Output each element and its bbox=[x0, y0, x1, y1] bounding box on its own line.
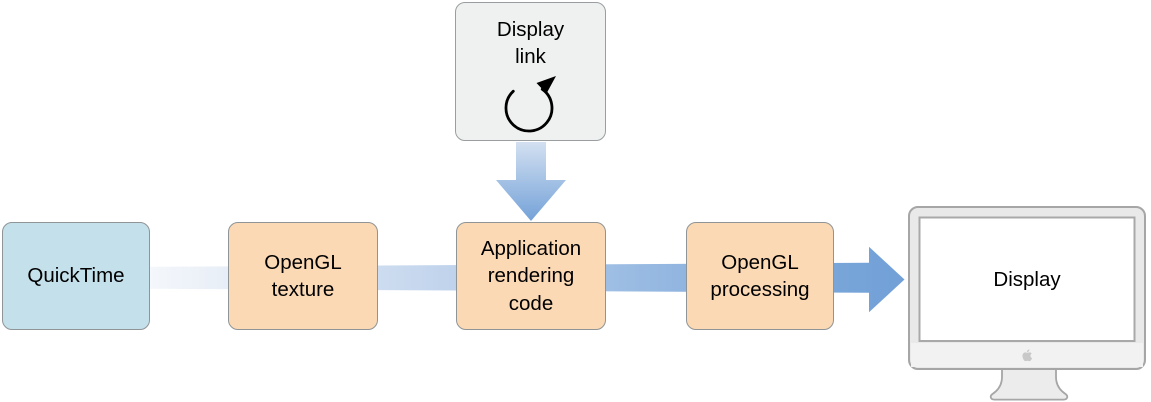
node-opengl-processing: OpenGL processing bbox=[686, 222, 834, 330]
node-opengl-processing-label: OpenGL processing bbox=[710, 250, 810, 301]
monitor-screen bbox=[918, 216, 1136, 342]
circular-refresh-arrow-icon bbox=[504, 76, 556, 133]
monitor-stand bbox=[989, 367, 1069, 401]
node-application-rendering-code-label: Application rendering code bbox=[480, 237, 582, 315]
apple-logo-icon bbox=[1022, 349, 1033, 362]
node-display-link: Display link bbox=[455, 2, 606, 141]
node-quicktime-label: QuickTime bbox=[27, 264, 125, 288]
node-opengl-texture: OpenGL texture bbox=[228, 222, 378, 330]
display-link-down-arrow bbox=[496, 142, 566, 221]
node-application-rendering-code: Application rendering code bbox=[456, 222, 606, 330]
node-display: Display bbox=[919, 218, 1135, 341]
node-display-label: Display bbox=[993, 267, 1061, 291]
imac-monitor-icon bbox=[908, 206, 1146, 401]
node-quicktime: QuickTime bbox=[2, 222, 150, 330]
node-display-link-label: Display link bbox=[496, 18, 565, 69]
node-opengl-texture-label: OpenGL texture bbox=[264, 250, 342, 301]
